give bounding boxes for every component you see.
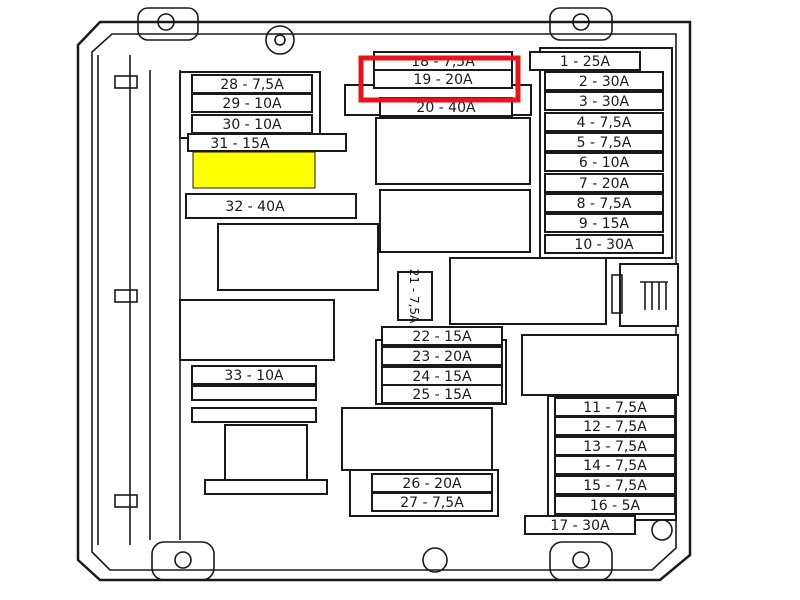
housing-inner-outline	[91, 33, 677, 571]
fuse-label: 8 - 7,5A	[577, 196, 632, 212]
fuse-label: 20 - 40A	[416, 100, 476, 116]
fuse-label: 21 - 7,5A	[407, 269, 421, 324]
terminal-block	[191, 407, 317, 423]
fuse-29: 29 - 10A	[191, 93, 313, 113]
fuse-15: 15 - 7,5A	[554, 475, 676, 495]
connector-block	[611, 263, 679, 327]
fuse-19: 19 - 20A	[373, 69, 513, 89]
fuse-26: 26 - 20A	[371, 473, 493, 493]
relay-block	[217, 223, 379, 291]
fuse-27: 27 - 7,5A	[371, 492, 493, 512]
fuse-2: 2 - 30A	[544, 71, 664, 91]
fuse-4: 4 - 7,5A	[544, 112, 664, 132]
fuse-label: 10 - 30A	[574, 237, 634, 253]
fuse-7: 7 - 20A	[544, 173, 664, 193]
fuse-label: 4 - 7,5A	[577, 115, 632, 131]
mounting-hole-bottom-middle	[422, 547, 448, 573]
fuse-label: 9 - 15A	[579, 216, 630, 232]
fuse-label: 26 - 20A	[402, 476, 462, 492]
fuse-label: 2 - 30A	[579, 74, 630, 90]
fuse-18: 18 - 7,5A	[373, 51, 513, 71]
fuse-11: 11 - 7,5A	[554, 397, 676, 417]
relay-block	[179, 299, 335, 361]
fuse-21: 21 - 7,5A	[397, 269, 433, 324]
fuse-label: 22 - 15A	[412, 329, 472, 345]
fuse-23: 23 - 20A	[381, 346, 503, 366]
relay-block	[379, 189, 531, 253]
fuse-label: 1 - 25A	[560, 54, 611, 70]
fuse-28: 28 - 7,5A	[191, 74, 313, 94]
fuse-3: 3 - 30A	[544, 91, 664, 111]
fuse-6: 6 - 10A	[544, 152, 664, 172]
fuse-label: 32 - 40A	[225, 199, 285, 215]
fuse-16: 16 - 5A	[554, 495, 676, 515]
fuse-layer: 18 - 7,5A 19 - 20A 20 - 40A 1 - 25A 2 - …	[185, 51, 676, 535]
fuse-label: 15 - 7,5A	[583, 478, 647, 494]
fuse-label: 30 - 10A	[222, 117, 282, 133]
fuse-8: 8 - 7,5A	[544, 193, 664, 213]
mounting-hole-bottom-left	[151, 541, 215, 581]
fuse-label: 16 - 5A	[590, 498, 641, 514]
fuse-17: 17 - 30A	[524, 515, 636, 535]
left-side-rail	[97, 55, 181, 545]
relay-block	[224, 424, 308, 481]
fuse-label: 12 - 7,5A	[583, 419, 647, 435]
fuse-14: 14 - 7,5A	[554, 455, 676, 475]
fuse-10: 10 - 30A	[544, 234, 664, 254]
fuse-32: 32 - 40A	[185, 193, 357, 219]
mounting-hole-top-left	[137, 7, 199, 41]
relay-block	[341, 407, 493, 471]
fuse-label: 17 - 30A	[550, 518, 610, 534]
fuse-label: 28 - 7,5A	[220, 77, 284, 93]
fuse-30: 30 - 10A	[191, 114, 313, 134]
fuse-label: 19 - 20A	[413, 72, 473, 88]
fuse-label: 11 - 7,5A	[583, 400, 647, 416]
empty-fuse-slot	[192, 151, 316, 189]
relay-block	[449, 257, 607, 325]
fuse-label: 29 - 10A	[222, 96, 282, 112]
fuse-9: 9 - 15A	[544, 213, 664, 233]
relay-block	[375, 117, 531, 185]
fuse-label: 24 - 15A	[412, 369, 472, 385]
fuse-33: 33 - 10A	[191, 365, 317, 385]
terminal-block	[191, 385, 317, 401]
fuse-5: 5 - 7,5A	[544, 132, 664, 152]
fuse-22: 22 - 15A	[381, 326, 503, 346]
highlight-box-fuse-19	[358, 55, 521, 103]
fuse-label: 31 - 15A	[210, 136, 270, 152]
fuse-label: 14 - 7,5A	[583, 458, 647, 474]
fuse-label: 5 - 7,5A	[577, 135, 632, 151]
fuse-label: 3 - 30A	[579, 94, 630, 110]
fuse-label: 7 - 20A	[579, 176, 630, 192]
fuse-12: 12 - 7,5A	[554, 416, 676, 436]
fuse-label: 23 - 20A	[412, 349, 472, 365]
fuse-24: 24 - 15A	[381, 366, 503, 386]
relay-block	[521, 334, 679, 396]
terminal-block	[204, 479, 328, 495]
fuse-label: 13 - 7,5A	[583, 439, 647, 455]
mounting-hole-top-right	[549, 7, 613, 41]
fuse-label: 27 - 7,5A	[400, 495, 464, 511]
fuse-label: 25 - 15A	[412, 387, 472, 403]
mounting-hole-top-middle	[265, 25, 295, 55]
fuse-13: 13 - 7,5A	[554, 436, 676, 456]
fuse-label: 33 - 10A	[224, 368, 284, 384]
fuse-25: 25 - 15A	[381, 384, 503, 404]
fuse-31: 31 - 15A	[187, 133, 347, 152]
fuse-label: 6 - 10A	[579, 155, 630, 171]
fuse-1: 1 - 25A	[529, 51, 641, 71]
